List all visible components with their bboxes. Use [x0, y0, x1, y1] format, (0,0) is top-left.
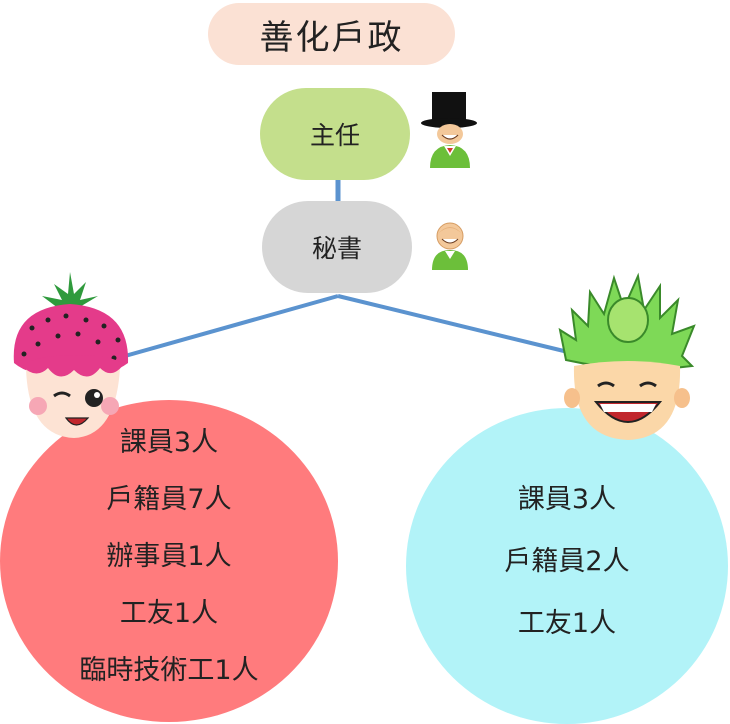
left-staff-item: 戶籍員7人 — [106, 483, 232, 515]
chief-label: 主任 — [309, 121, 360, 150]
chief-node: 主任 — [260, 88, 410, 180]
right-staff-item: 工友1人 — [517, 608, 617, 639]
right-staff-item: 課員3人 — [517, 484, 617, 515]
bamboo-shoot-mascot-icon — [558, 272, 696, 440]
left-unit-circle: 課員3人 戶籍員7人 辦事員1人 工友1人 臨時技術工1人 — [0, 400, 338, 722]
left-branch-connector — [124, 294, 339, 358]
left-staff-item: 課員3人 — [119, 426, 219, 458]
person-icon — [432, 222, 468, 270]
left-staff-item: 工友1人 — [119, 597, 219, 629]
secretary-label: 秘書 — [311, 234, 362, 263]
right-unit-circle: 課員3人 戶籍員2人 工友1人 — [406, 408, 728, 724]
left-staff-item: 臨時技術工1人 — [79, 654, 259, 686]
right-branch-connector — [337, 294, 569, 354]
secretary-node: 秘書 — [262, 201, 412, 293]
left-staff-item: 辦事員1人 — [106, 540, 232, 572]
top-hat-person-icon — [421, 92, 477, 168]
org-title: 善化戶政 — [208, 3, 455, 65]
right-staff-item: 戶籍員2人 — [504, 546, 630, 577]
strawberry-mascot-icon — [13, 272, 129, 438]
